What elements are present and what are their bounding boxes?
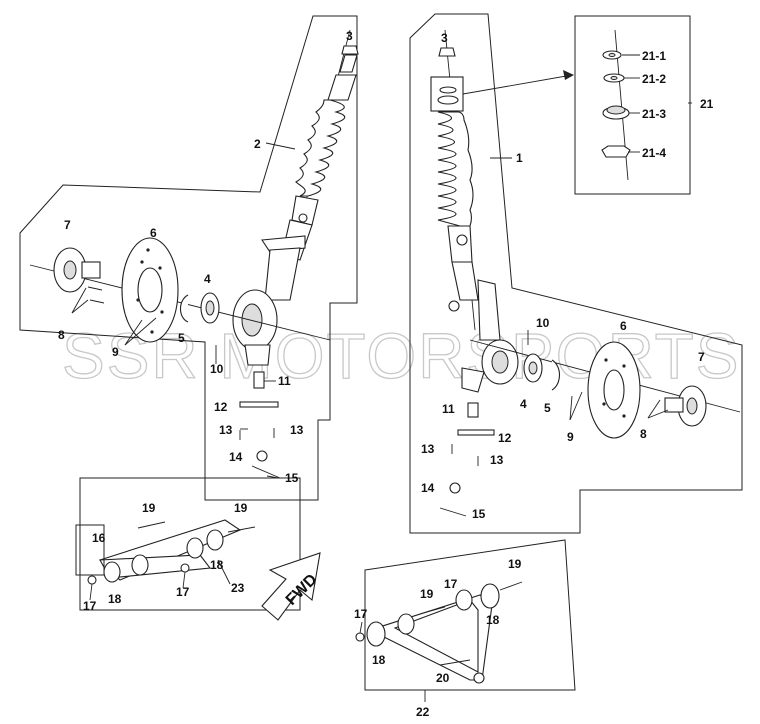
callout-3-right: 3 — [441, 31, 448, 45]
left-snap-ring — [179, 294, 189, 323]
callout-4-left: 4 — [204, 272, 211, 286]
callout-10-left: 10 — [210, 362, 224, 376]
callout-13-right-a: 13 — [421, 442, 435, 456]
callout-13-right-b: 13 — [490, 453, 504, 467]
right-lower-arm-group-outline — [364, 539, 576, 691]
left-lower-a-arm — [75, 519, 256, 585]
left-lower-arm-group-outline — [79, 477, 301, 611]
callout-3-left: 3 — [346, 29, 353, 43]
callout-18-c: 18 — [486, 613, 500, 627]
callout-19-a: 19 — [142, 501, 156, 515]
callout-19-d: 19 — [420, 587, 434, 601]
callout-19-c: 19 — [508, 557, 522, 571]
left-brake-disc — [121, 237, 179, 343]
callout-21-1: 21-1 — [642, 49, 666, 63]
callout-21-3: 21-3 — [642, 107, 666, 121]
callout-19-b: 19 — [234, 501, 248, 515]
callout-21: 21 — [700, 97, 714, 111]
callout-6-left: 6 — [150, 226, 157, 240]
right-ball-joint-stack — [439, 402, 495, 517]
callout-12-right: 12 — [498, 431, 512, 445]
right-hub — [664, 385, 707, 427]
callout-17-b: 17 — [176, 585, 190, 599]
left-shock-group-outline — [19, 15, 358, 501]
bushing-21-3 — [602, 105, 630, 120]
callout-9-right: 9 — [567, 430, 574, 444]
callout-5-right: 5 — [544, 401, 551, 415]
detail-arrow-line — [462, 74, 573, 95]
left-wheel-bearing — [200, 292, 220, 324]
callout-4-right: 4 — [520, 397, 527, 411]
detail-arrow-head — [563, 70, 574, 80]
callout-16: 16 — [92, 531, 106, 545]
right-top-nut — [438, 47, 456, 57]
left-ball-joint-stack — [239, 371, 281, 479]
callout-8-right: 8 — [640, 427, 647, 441]
left-top-nut — [341, 45, 359, 55]
callout-12-left: 12 — [214, 400, 228, 414]
callout-21-2: 21-2 — [642, 72, 666, 86]
callout-15-right: 15 — [472, 507, 486, 521]
callout-7-left: 7 — [64, 218, 71, 232]
callout-11-right: 11 — [442, 402, 455, 416]
cone-21-4 — [601, 145, 631, 158]
callout-18-b: 18 — [108, 592, 122, 606]
callout-8-left: 8 — [58, 328, 65, 342]
callout-17-c: 17 — [444, 577, 458, 591]
top-mount-detail-box — [574, 15, 691, 195]
callout-7-right: 7 — [698, 350, 705, 364]
callout-5-left: 5 — [178, 331, 185, 345]
left-hub — [53, 247, 101, 293]
right-wheel-bearing — [523, 353, 543, 383]
leader-lines — [71, 54, 692, 702]
right-brake-disc — [587, 341, 641, 439]
washer-21-2 — [603, 73, 625, 83]
callout-13-left-a: 13 — [219, 423, 233, 437]
callout-17-a: 17 — [83, 599, 97, 613]
callout-23: 23 — [231, 581, 245, 595]
callout-2: 2 — [254, 137, 261, 151]
left-studs — [87, 286, 105, 304]
right-snap-ring — [551, 359, 561, 391]
right-lower-a-arm — [355, 581, 523, 684]
callout-18-a: 18 — [210, 558, 224, 572]
left-steering-knuckle — [232, 235, 306, 366]
callout-17-d: 17 — [354, 607, 368, 621]
right-shock-group-outline — [409, 13, 743, 534]
callout-11-left: 11 — [278, 374, 291, 388]
callout-21-4: 21-4 — [642, 146, 666, 160]
callout-9-left: 9 — [112, 345, 119, 359]
callout-20: 20 — [436, 671, 450, 685]
callout-14-right: 14 — [421, 481, 435, 495]
right-steering-knuckle — [461, 279, 519, 393]
callout-15-left: 15 — [285, 471, 299, 485]
washer-21-1 — [602, 50, 622, 60]
callout-14-left: 14 — [229, 450, 243, 464]
right-shock-absorber — [430, 29, 479, 331]
callout-22: 22 — [416, 705, 430, 719]
callout-6-right: 6 — [620, 319, 627, 333]
callout-1: 1 — [516, 151, 523, 165]
callout-10-right: 10 — [536, 316, 550, 330]
callout-18-d: 18 — [372, 653, 386, 667]
callout-13-left-b: 13 — [290, 423, 304, 437]
